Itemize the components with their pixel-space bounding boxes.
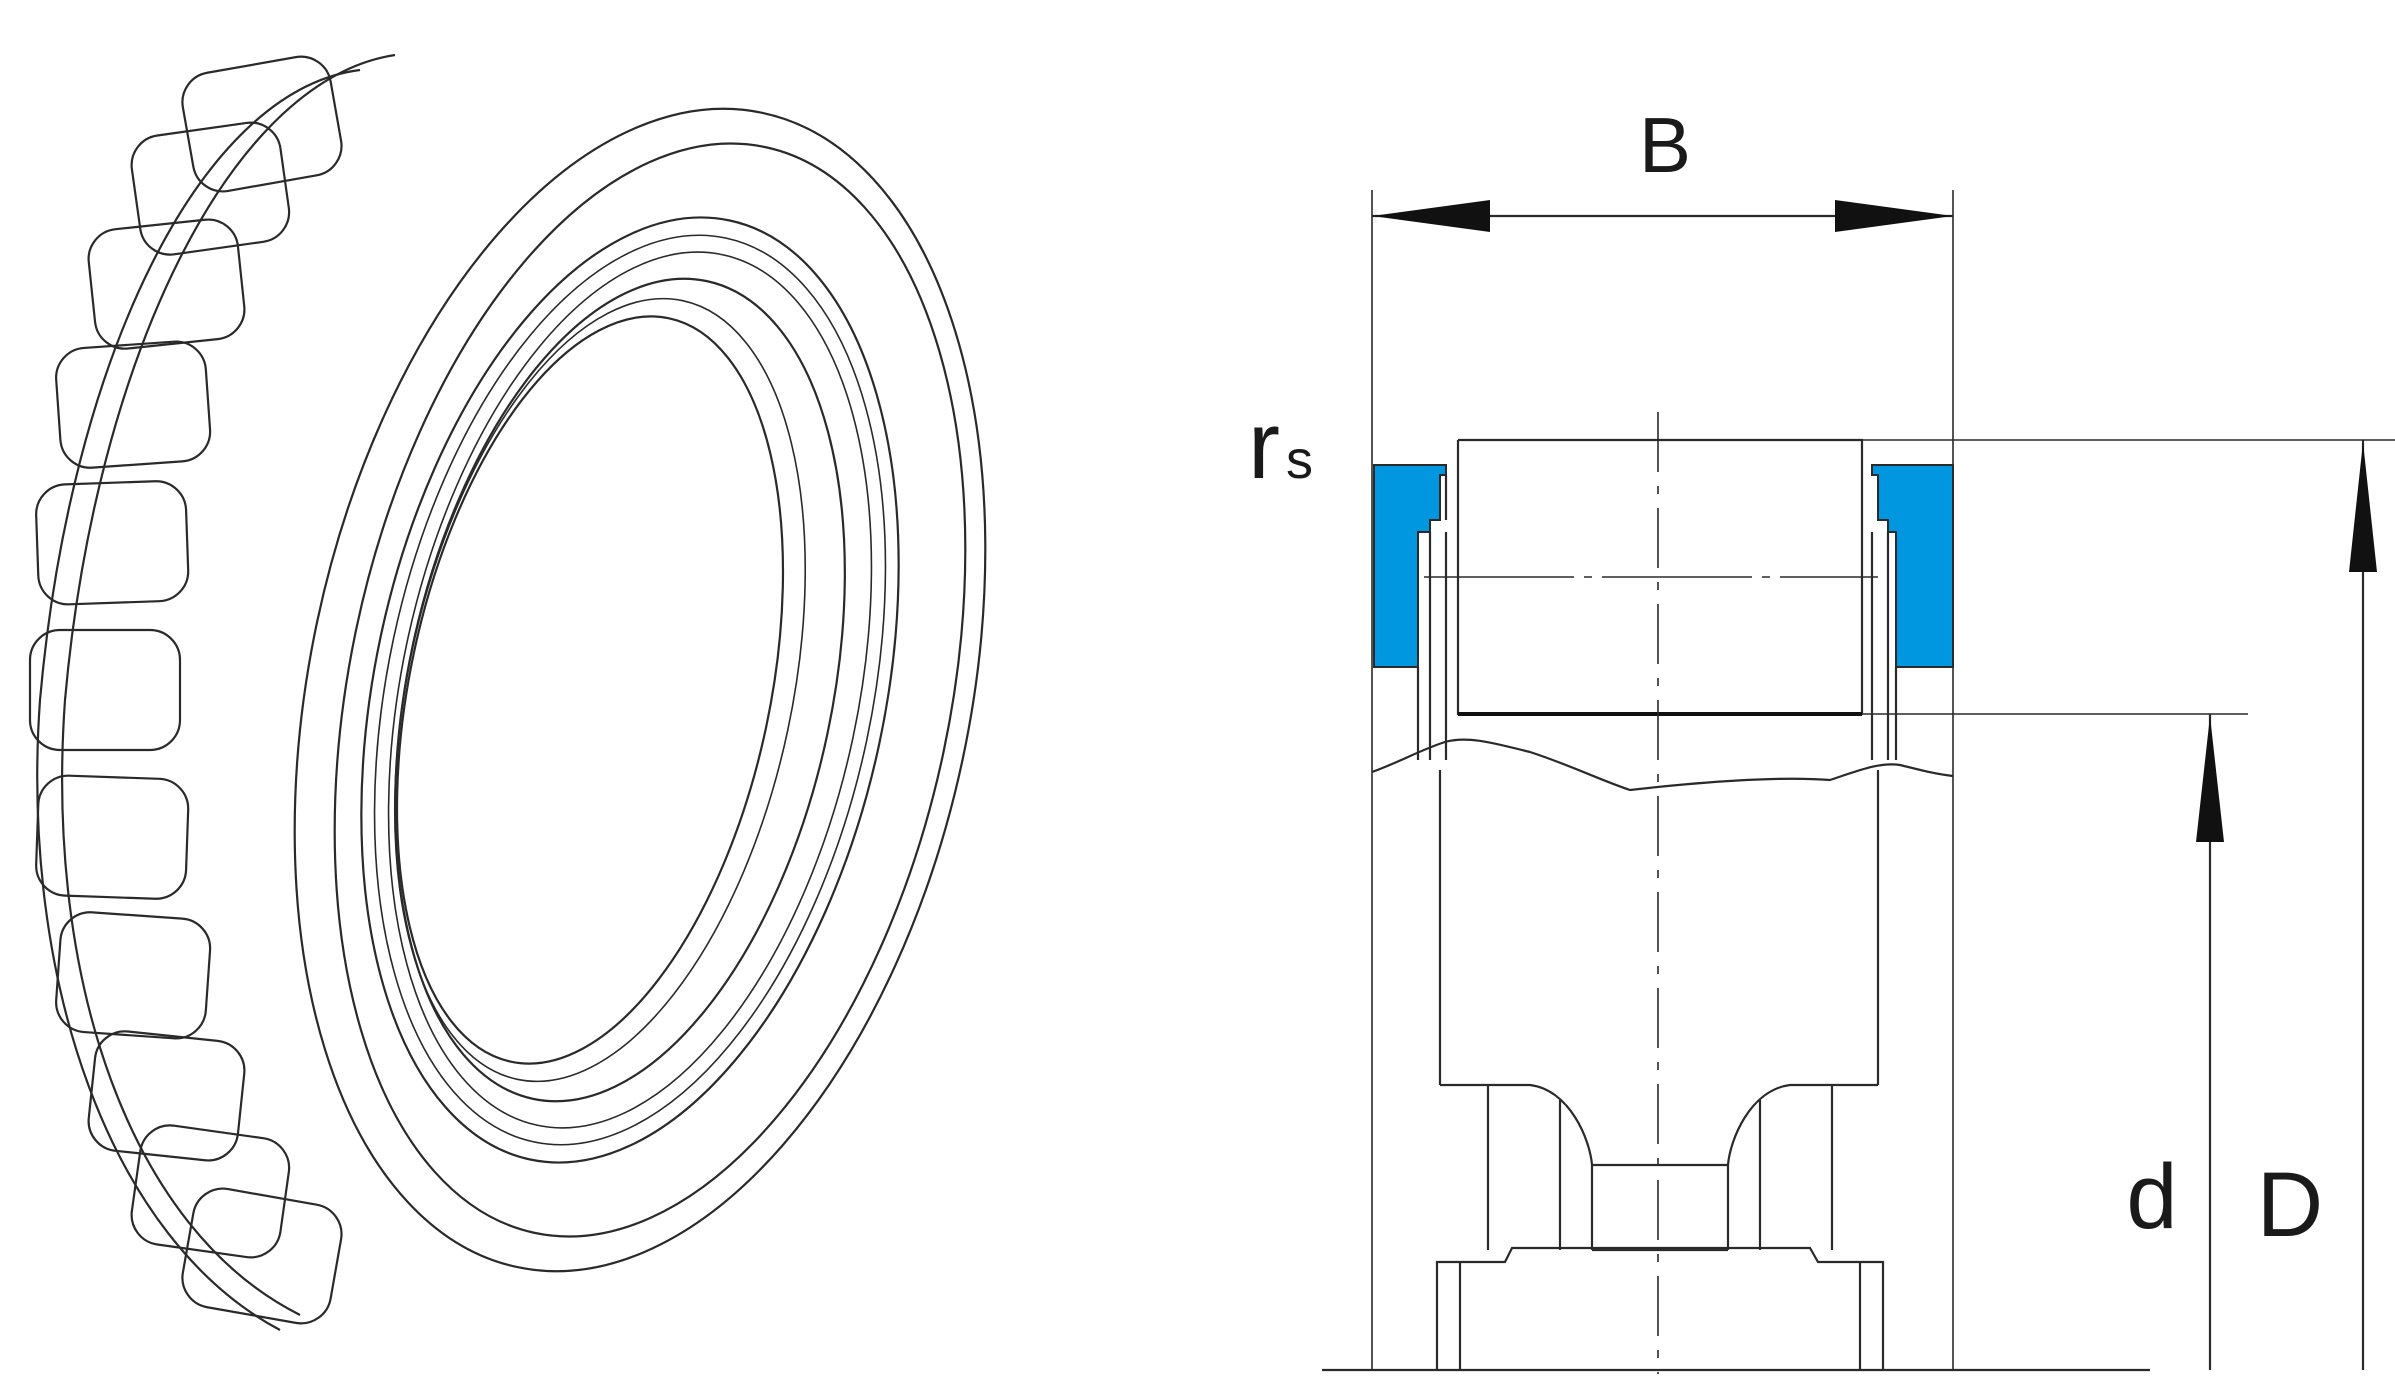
outer-ring-left-section — [1373, 464, 1447, 668]
label-chamfer-s: s — [1286, 430, 1313, 490]
outer-ring-right-section — [1871, 464, 1954, 668]
roller — [130, 1124, 291, 1259]
roller — [35, 480, 190, 606]
roller — [55, 911, 212, 1040]
dimension-width-b — [1372, 200, 1953, 232]
bearing-3d-illustration-icon — [28, 53, 987, 1331]
roller — [35, 774, 190, 900]
bearing-cross-section-icon — [1322, 190, 2395, 1374]
roller — [130, 121, 291, 256]
roller — [28, 628, 182, 752]
label-chamfer-r: r — [1248, 392, 1280, 499]
roller — [181, 55, 343, 193]
label-outer-d: D — [2257, 1154, 2323, 1256]
roller — [87, 218, 246, 350]
dimension-outer-d — [1862, 439, 2395, 1370]
dimension-bore-d — [1862, 713, 2248, 1370]
roller — [87, 1030, 246, 1162]
label-bore-d: d — [2126, 1146, 2177, 1248]
roller — [181, 1187, 343, 1325]
roller — [55, 340, 212, 469]
label-width-b: B — [1639, 101, 1691, 189]
